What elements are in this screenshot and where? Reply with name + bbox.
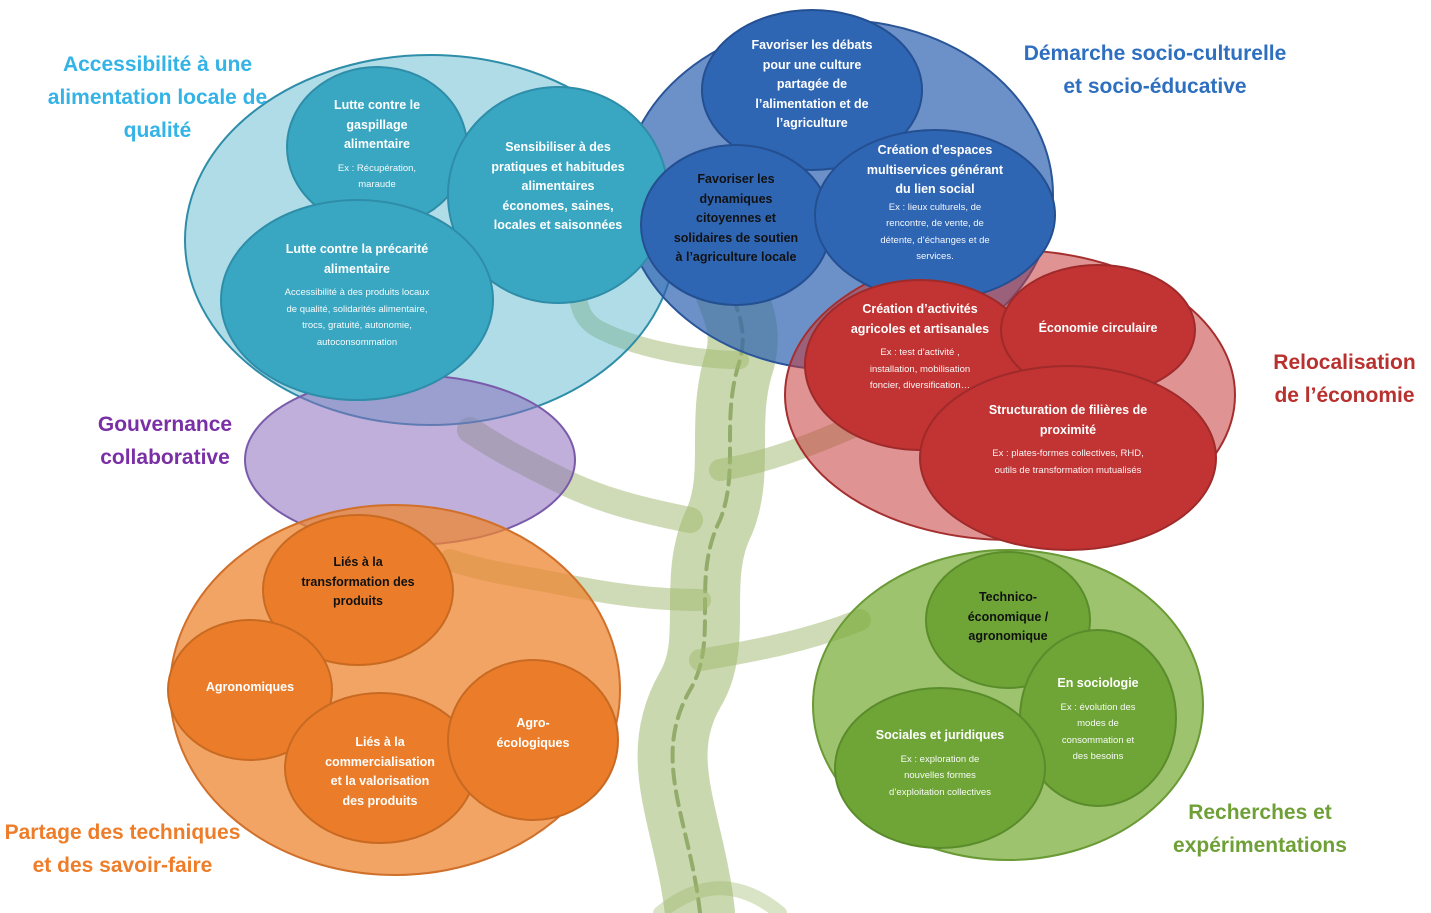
group-title-demarche: Démarche socio-culturelle et socio-éduca… xyxy=(1023,42,1287,98)
node-transformation: Liés à la transformation des produits xyxy=(288,553,428,612)
node-debats: Favoriser les débats pour une culture pa… xyxy=(737,36,887,134)
node-technico-title: Technico- économique / agronomique xyxy=(967,590,1049,643)
node-espaces: Création d’espaces multiservices généran… xyxy=(850,141,1020,266)
node-filieres-sub: Ex : plates-formes collectives, RHD, out… xyxy=(992,448,1144,476)
node-espaces-title: Création d’espaces multiservices généran… xyxy=(866,143,1004,196)
node-circle-transformation xyxy=(262,514,454,666)
node-sensibiliser-title: Sensibiliser à des pratiques et habitude… xyxy=(491,140,625,232)
node-filieres-title: Structuration de filières de proximité xyxy=(988,403,1148,437)
node-circle-filieres xyxy=(919,365,1217,551)
node-agroeco-title: Agro- écologiques xyxy=(496,716,570,750)
node-transformation-title: Liés à la transformation des produits xyxy=(301,555,415,608)
node-debats-title: Favoriser les débats pour une culture pa… xyxy=(751,38,873,130)
group-title-partage: Partage des techniques et des savoir-fai… xyxy=(4,821,241,877)
node-activites-title: Création d’activités agricoles et artisa… xyxy=(850,302,990,336)
node-sociologie: En sociologie Ex : évolution des modes d… xyxy=(1035,674,1161,766)
node-dynamiques-title: Favoriser les dynamiques citoyennes et s… xyxy=(673,172,799,264)
node-precarite-sub: Accessibilité à des produits locaux de q… xyxy=(284,287,430,348)
node-technico: Technico- économique / agronomique xyxy=(943,588,1073,647)
node-agronomiques: Agronomiques xyxy=(190,678,310,698)
group-title-relocalisation: Relocalisation de l’économie xyxy=(1273,351,1416,407)
node-commercialisation-title: Liés à la commercialisation et la valori… xyxy=(325,735,435,808)
node-circle-sociales xyxy=(834,687,1046,849)
node-commercialisation: Liés à la commercialisation et la valori… xyxy=(310,733,450,811)
node-precarite: Lutte contre la précarité alimentaire Ac… xyxy=(252,240,462,351)
node-activites-sub: Ex : test d’activité , installation, mob… xyxy=(869,347,971,391)
node-agronomiques-title: Agronomiques xyxy=(205,680,295,694)
node-sociologie-sub: Ex : évolution des modes de consommation… xyxy=(1060,701,1136,763)
node-sensibiliser: Sensibiliser à des pratiques et habitude… xyxy=(478,138,638,236)
node-precarite-title: Lutte contre la précarité alimentaire xyxy=(285,242,429,276)
node-circle-agroeco xyxy=(447,659,619,821)
node-filieres: Structuration de filières de proximité E… xyxy=(968,401,1168,479)
node-activites: Création d’activités agricoles et artisa… xyxy=(840,300,1000,395)
group-title-gouvernance: Gouvernance collaborative xyxy=(97,413,233,469)
node-dynamiques: Favoriser les dynamiques citoyennes et s… xyxy=(660,170,812,268)
node-gaspillage-title: Lutte contre le gaspillage alimentaire xyxy=(333,98,421,151)
node-sociales-title: Sociales et juridiques xyxy=(875,728,1005,742)
node-sociologie-title: En sociologie xyxy=(1057,676,1139,690)
node-circle-debats xyxy=(701,9,923,171)
group-title-recherches: Recherches et expérimentations xyxy=(1173,801,1347,857)
node-agroeco: Agro- écologiques xyxy=(478,714,588,753)
node-espaces-sub: Ex : lieux culturels, de rencontre, de v… xyxy=(880,201,990,263)
node-sociales-sub: Ex : exploration de nouvelles formes d’e… xyxy=(889,753,991,798)
node-circle-agronomiques xyxy=(167,619,333,761)
group-title-accessibilite: Accessibilité à une alimentation locale … xyxy=(47,53,268,142)
node-circulaire: Économie circulaire xyxy=(1020,319,1176,339)
node-sociales: Sociales et juridiques Ex : exploration … xyxy=(860,726,1020,801)
node-circle-precarite xyxy=(220,199,494,401)
node-gaspillage: Lutte contre le gaspillage alimentaire E… xyxy=(307,96,447,194)
node-circulaire-title: Économie circulaire xyxy=(1038,321,1158,335)
node-gaspillage-sub: Ex : Récupération, maraude xyxy=(337,162,417,191)
